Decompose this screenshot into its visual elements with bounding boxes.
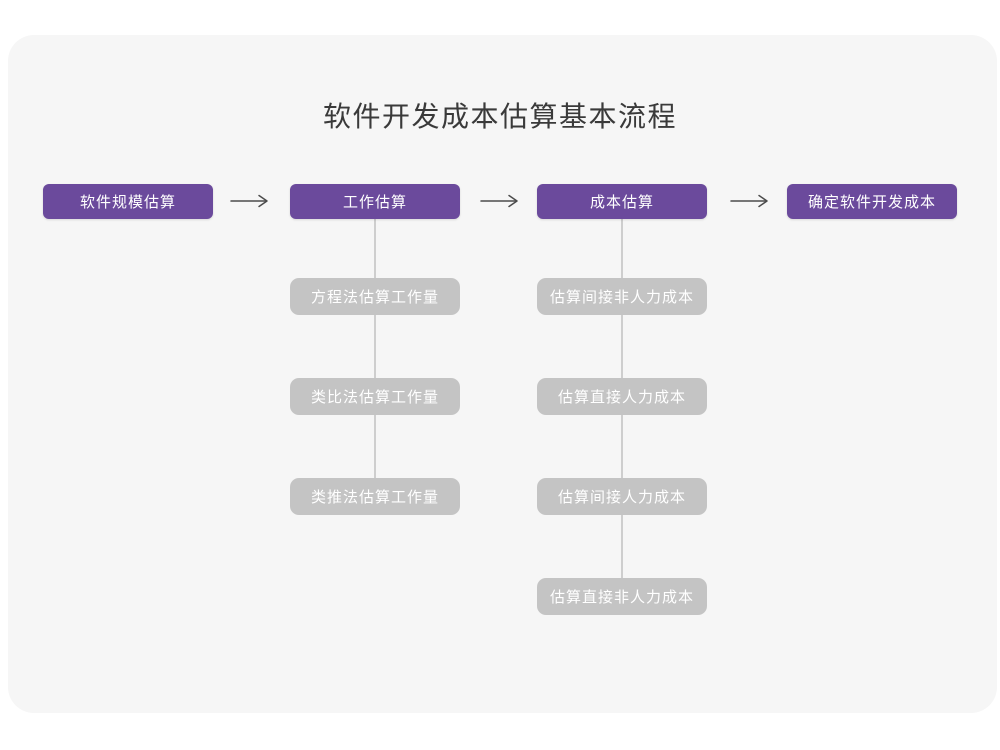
cost-item-node-direct-nonlabor: 估算直接非人力成本 — [537, 578, 707, 615]
diagram-title: 软件开发成本估算基本流程 — [322, 101, 677, 132]
sub-node-label: 类比法估算工作量 — [310, 389, 439, 406]
sub-node-label: 类推法估算工作量 — [310, 489, 439, 506]
cost-item-node-direct-labor: 估算直接人力成本 — [537, 378, 707, 415]
work-method-node-extrapolation: 类推法估算工作量 — [290, 478, 460, 515]
stage-label: 工作估算 — [342, 194, 407, 211]
stage-node-cost-estimation: 成本估算 — [537, 184, 707, 219]
connector-line-work-estimation — [374, 218, 376, 498]
right-arrow-icon — [480, 194, 518, 208]
stage-label: 成本估算 — [589, 194, 654, 211]
stage-node-final-development-cost: 确定软件开发成本 — [787, 184, 957, 219]
sub-node-label: 估算间接人力成本 — [557, 489, 686, 506]
right-arrow-icon — [730, 194, 768, 208]
stage-node-software-scale-estimation: 软件规模估算 — [43, 184, 213, 219]
stage-label: 软件规模估算 — [79, 194, 176, 211]
cost-item-node-indirect-labor: 估算间接人力成本 — [537, 478, 707, 515]
work-method-node-equation: 方程法估算工作量 — [290, 278, 460, 315]
stage-label: 确定软件开发成本 — [807, 194, 936, 211]
work-method-node-analogy: 类比法估算工作量 — [290, 378, 460, 415]
diagram-card — [8, 35, 997, 713]
sub-node-label: 估算直接人力成本 — [557, 389, 686, 406]
sub-node-label: 估算间接非人力成本 — [549, 289, 694, 306]
cost-item-node-indirect-nonlabor: 估算间接非人力成本 — [537, 278, 707, 315]
stage-node-work-estimation: 工作估算 — [290, 184, 460, 219]
sub-node-label: 方程法估算工作量 — [310, 289, 439, 306]
sub-node-label: 估算直接非人力成本 — [549, 589, 694, 606]
right-arrow-icon — [230, 194, 268, 208]
